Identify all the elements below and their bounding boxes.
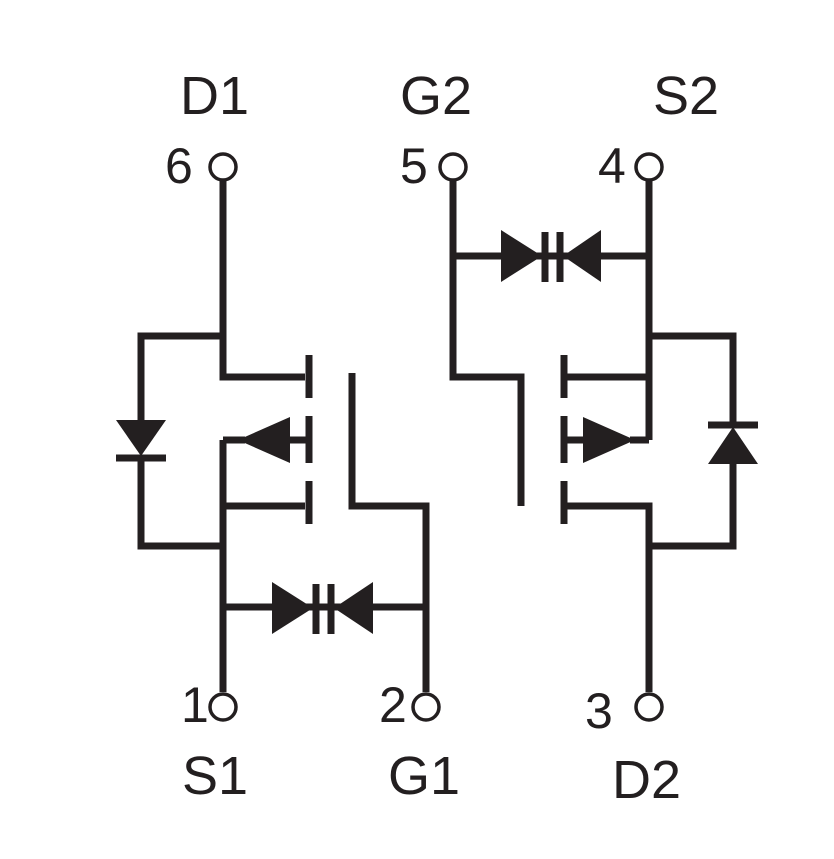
mosfet-q2: [449, 181, 758, 692]
pin-number-2: 2: [379, 677, 407, 733]
pin-terminal-5: [438, 152, 468, 182]
pin-number-3: 3: [585, 683, 613, 739]
pin-label-d1: D1: [180, 66, 249, 126]
q2-drain-wire: [567, 502, 653, 692]
q2-body-diode-wire-bottom: [649, 462, 737, 550]
pin-number-1: 1: [181, 677, 209, 733]
q2-gate-wire: [449, 181, 525, 506]
pin-label-d2: D2: [612, 750, 681, 810]
zener-q1-gate-protection: [223, 582, 426, 634]
pin-label-s2: S2: [653, 66, 719, 126]
q1-gate-wire: [348, 373, 430, 692]
q2-body-diode-icon: [708, 427, 758, 464]
pin-terminal-3: [634, 692, 664, 722]
pin-terminal-2: [411, 692, 441, 722]
pin-terminal-4: [634, 152, 664, 182]
pin-number-4: 4: [598, 138, 626, 194]
pin-number-6: 6: [165, 138, 193, 194]
q1-body-arrow-icon: [238, 417, 290, 463]
pin-terminal-1: [208, 692, 238, 722]
pin-number-5: 5: [400, 138, 428, 194]
pin-label-g2: G2: [400, 66, 472, 126]
q1-body-diode-icon: [116, 420, 166, 456]
zener-q1-right-triangle-icon: [334, 582, 373, 634]
q2-body-arrow-icon: [583, 417, 635, 463]
q1-body-diode-wire-bottom: [137, 458, 223, 550]
pin-label-s1: S1: [182, 746, 248, 806]
pin-terminal-6: [208, 152, 238, 182]
q1-body-diode-wire-top: [137, 332, 223, 422]
zener-q2-right-triangle-icon: [563, 230, 601, 282]
q1-drain-wire: [219, 181, 305, 381]
zener-q2-left-triangle-icon: [501, 230, 542, 282]
zener-q1-left-triangle-icon: [272, 582, 313, 634]
zener-q2-gate-protection: [453, 230, 649, 282]
mosfet-q1: [116, 181, 430, 692]
q2-body-diode-wire-top: [649, 332, 737, 425]
pin-label-g1: G1: [388, 746, 460, 806]
